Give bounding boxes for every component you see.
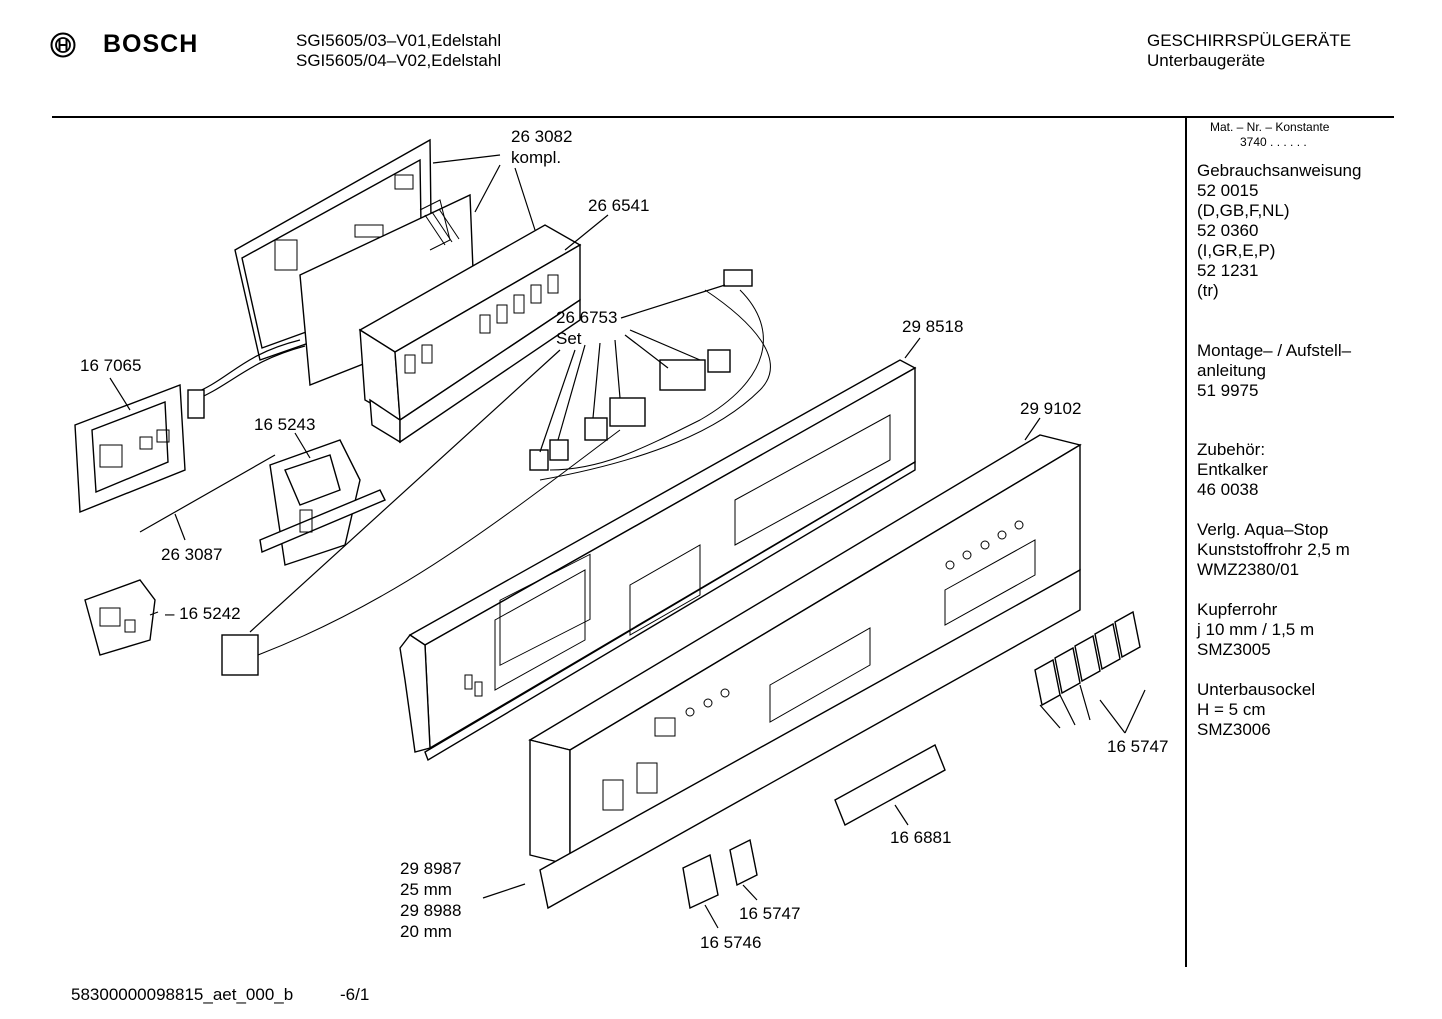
trim-strip (834, 744, 946, 826)
footer-page: -6/1 (340, 985, 370, 1004)
connector-set (221, 269, 771, 676)
exploded-parts-drawing (74, 138, 1146, 929)
label-298988: 29 8988 (400, 901, 462, 920)
mat-nr-header: Mat. – Nr. – Konstante (1210, 120, 1330, 134)
label-263082-kompl: kompl. (511, 148, 562, 167)
label-266753-set: Set (556, 329, 582, 348)
label-266753: 26 6753 (556, 308, 618, 327)
label-298987: 29 8987 (400, 859, 462, 878)
front-panel (528, 434, 1082, 910)
header-divider (52, 116, 1394, 118)
rear-panel (399, 359, 917, 762)
sidebar-block-accessory: Zubehör: Entkalker 46 0038 (1197, 440, 1268, 499)
label-263082: 26 3082 (511, 127, 573, 146)
sidebar-block-install: Montage– / Aufstell– anleitung 51 9975 (1197, 341, 1352, 400)
button-caps-set (1034, 610, 1141, 707)
model-line-2: SGI5605/04–V02,Edelstahl (296, 51, 502, 70)
leader-lines (109, 154, 1146, 929)
button-module (358, 224, 582, 444)
category-line-1: GESCHIRRSPÜLGERÄTE (1147, 31, 1352, 50)
sidebar-block-base: Unterbausockel H = 5 cm SMZ3006 (1197, 680, 1316, 739)
label-167065: 16 7065 (80, 356, 142, 375)
label-165746: 16 5746 (700, 933, 762, 952)
label-20mm: 20 mm (400, 922, 452, 941)
sidebar-block-aquastop: Verlg. Aqua–Stop Kunststoffrohr 2,5 m WM… (1197, 520, 1350, 579)
label-263087: 26 3087 (161, 545, 223, 564)
brand-name: BOSCH (103, 30, 199, 58)
display-board (74, 384, 186, 514)
mat-nr-value: 3740 . . . . . . (1240, 135, 1307, 149)
label-266541: 26 6541 (588, 196, 650, 215)
footer-doc-id: 58300000098815_aet_000_b (71, 985, 294, 1004)
label-166881: 16 6881 (890, 828, 952, 847)
label-165243: 16 5243 (254, 415, 316, 434)
bosch-logo-icon (50, 32, 76, 58)
label-25mm: 25 mm (400, 880, 452, 899)
sidebar-divider (1185, 116, 1187, 967)
sidebar-block-copper: Kupferrohr j 10 mm / 1,5 m SMZ3005 (1197, 600, 1315, 659)
sensor-switch (84, 579, 156, 656)
button-cap-small (729, 838, 758, 887)
label-165747-single: 16 5747 (739, 904, 801, 923)
label-165242: – 16 5242 (165, 604, 241, 623)
button-cap-large (682, 853, 719, 910)
sidebar-block-manual: Gebrauchsanweisung 52 0015 (D,GB,F,NL) 5… (1197, 161, 1362, 300)
label-299102: 29 9102 (1020, 399, 1082, 418)
label-298518: 29 8518 (902, 317, 964, 336)
category-line-2: Unterbaugeräte (1147, 51, 1266, 70)
bracket (259, 439, 386, 566)
label-165747-set: 16 5747 (1107, 737, 1169, 756)
model-line-1: SGI5605/03–V01,Edelstahl (296, 31, 502, 50)
